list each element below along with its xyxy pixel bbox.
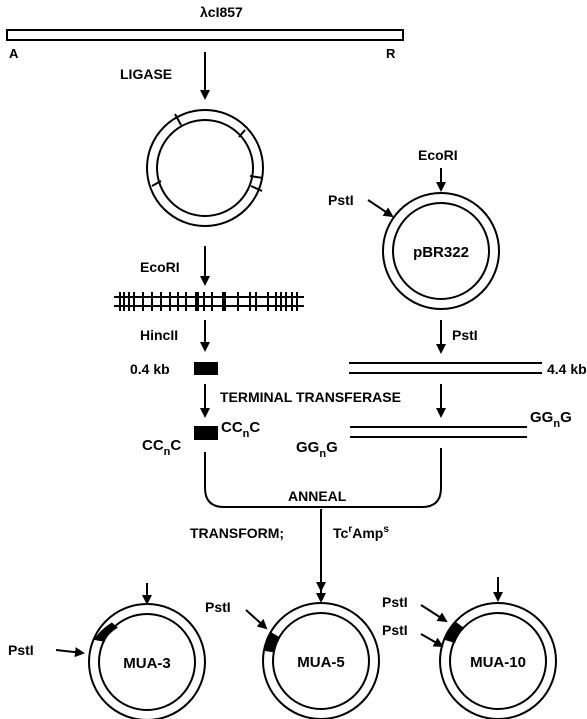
vector-tail-bottom: GGnG: [296, 439, 338, 460]
insert-fragment: [194, 362, 218, 375]
transform-label: TRANSFORM;: [190, 525, 284, 541]
vector-tail-top: GGnG: [530, 409, 572, 430]
clone-mua-5-label: MUA-5: [297, 654, 345, 671]
mua5-psti-label: PstI: [205, 599, 231, 615]
ligase-label: LIGASE: [120, 66, 172, 82]
mua3-psti-arrow: [56, 650, 83, 653]
mua10-psti-arrow-1: [421, 605, 446, 621]
insert-tail-bottom: CCnC: [142, 437, 181, 458]
phage-genome-bar: [7, 30, 403, 40]
clone-mua-3-label: MUA-3: [123, 655, 171, 672]
pbr-ecori-label: EcoRI: [418, 147, 458, 163]
mua10-psti-label-1: PstI: [382, 594, 408, 610]
pbr-psti-label: PstI: [328, 192, 354, 208]
tdt-label: TERMINAL TRANSFERASE: [220, 389, 401, 405]
anneal-label: ANNEAL: [288, 488, 347, 504]
clone-mua-10-label: MUA-10: [470, 654, 526, 671]
circular-phage-dna: [147, 110, 263, 226]
ecori-label: EcoRI: [140, 259, 180, 275]
selection-label: TcrAmps: [333, 524, 389, 541]
mua5-psti-arrow: [246, 610, 266, 628]
mua3-psti-label: PstI: [8, 642, 34, 658]
restriction-fragments: [114, 292, 304, 311]
insert-size-label: 0.4 kb: [130, 361, 170, 377]
vector-size-label: 4.4 kb: [547, 361, 587, 377]
pbr-psti-arrow: [368, 200, 392, 216]
pst-label: PstI: [452, 327, 478, 343]
mua10-psti-arrow-2: [421, 634, 442, 646]
hincii-label: HincII: [140, 327, 178, 343]
pbr322-label: pBR322: [413, 244, 469, 261]
phage-name: λcI857: [200, 4, 243, 20]
insert-tail-top: CCnC: [221, 419, 260, 440]
mua10-psti-label-2: PstI: [382, 622, 408, 638]
tailed-insert-fragment: [194, 426, 218, 440]
phage-end-a: A: [9, 46, 19, 61]
phage-end-r: R: [386, 46, 396, 61]
